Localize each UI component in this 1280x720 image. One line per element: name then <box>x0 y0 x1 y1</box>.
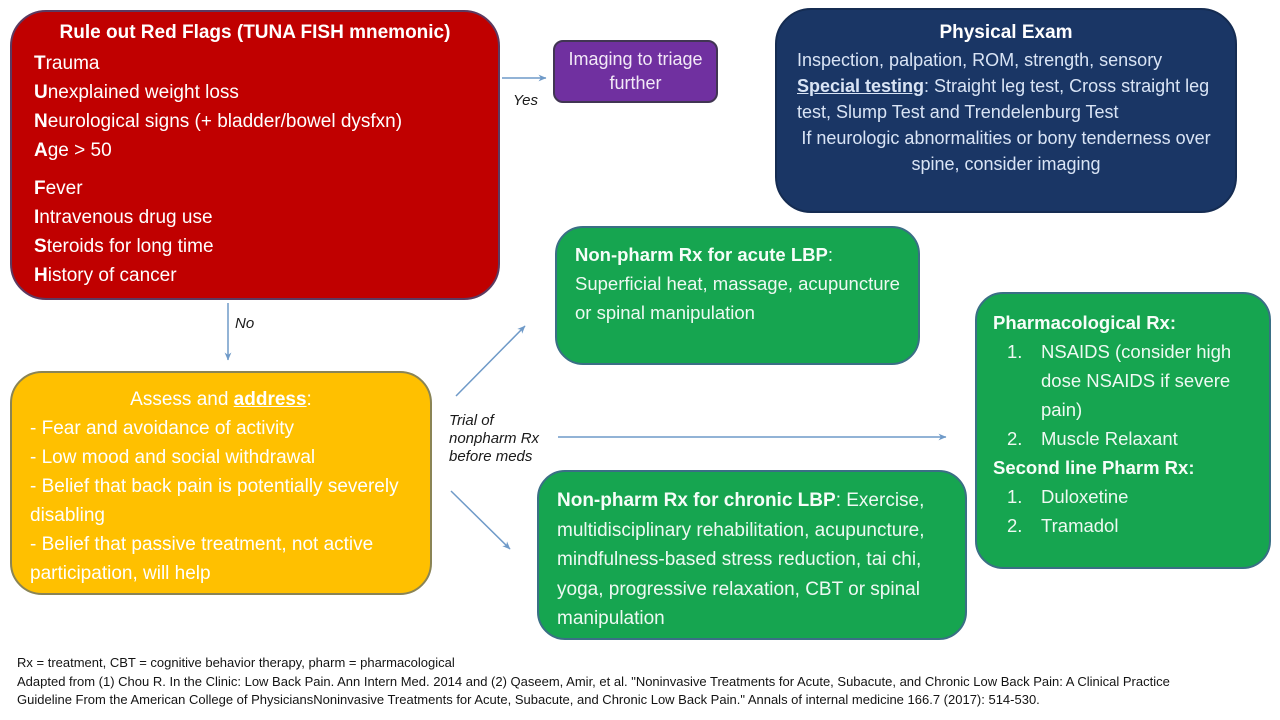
red-flag-item: Intravenous drug use <box>34 203 476 232</box>
red-flag-item: Fever <box>34 174 476 203</box>
pharm-item-text: Duloxetine <box>1041 486 1129 507</box>
second-line-heading-colon: : <box>1188 457 1195 478</box>
no-label: No <box>235 315 255 332</box>
red-flag-lead: H <box>34 265 48 286</box>
red-flag-item: History of cancer <box>34 261 476 290</box>
pharm-heading-text: Pharmacological Rx <box>993 312 1170 333</box>
red-flag-item: Unexplained weight loss <box>34 78 476 107</box>
red-flag-text: istory of cancer <box>47 265 177 286</box>
chronic-lbp-body: Exercise, multidisciplinary rehabilitati… <box>557 490 925 629</box>
acute-lbp-box: Non-pharm Rx for acute LBP: Superficial … <box>555 226 920 365</box>
red-flag-text: eurological signs (+ bladder/bowel dysfx… <box>47 111 403 132</box>
acute-title-colon: : <box>827 244 833 265</box>
assess-title: Assess and address: <box>30 385 412 414</box>
chronic-title-colon: : <box>835 490 847 511</box>
second-line-heading-text: Second line Pharm Rx <box>993 457 1189 478</box>
assess-item: - Belief that back pain is potentially s… <box>30 476 399 526</box>
pharm-item: 1. Duloxetine <box>993 482 1253 511</box>
special-testing-label: Special testing <box>797 76 925 96</box>
assess-title-prefix: Assess and <box>130 389 234 410</box>
red-flag-text: ever <box>45 178 83 199</box>
pharm-item-number: 1. <box>1007 341 1023 362</box>
pharm-item: 1. NSAIDS (consider high dose NSAIDS if … <box>993 337 1253 424</box>
red-flag-lead: I <box>34 207 40 228</box>
assess-title-underline: address <box>233 389 307 410</box>
red-flags-title: Rule out Red Flags (TUNA FISH mnemonic) <box>59 22 451 43</box>
red-flag-item: Age > 50 <box>34 136 476 165</box>
pharm-item-number: 2. <box>1007 428 1023 449</box>
footnote-abbreviations: Rx = treatment, CBT = cognitive behavior… <box>17 655 455 670</box>
red-flags-box: Rule out Red Flags (TUNA FISH mnemonic) … <box>10 10 500 300</box>
pharm-item-number: 2. <box>1007 515 1023 536</box>
footnote-citation-line1: Adapted from (1) Chou R. In the Clinic: … <box>17 673 1170 689</box>
pharm-item-number: 1. <box>1007 486 1023 507</box>
pharm-item: 2. Muscle Relaxant <box>993 424 1253 453</box>
yes-label: Yes <box>513 92 539 109</box>
imaging-box: Imaging to triage further <box>553 40 718 103</box>
chronic-lbp-text: Non-pharm Rx for chronic LBP: Exercise, … <box>557 490 925 629</box>
physical-exam-box: Physical Exam Inspection, palpation, ROM… <box>775 8 1237 213</box>
red-flag-text: teroids for long time <box>46 236 214 257</box>
trial-label-line3: before meds <box>449 448 533 465</box>
pharm-heading-colon: : <box>1169 312 1177 333</box>
physical-exam-note: If neurologic abnormalities or bony tend… <box>801 128 1211 174</box>
assess-item: - Fear and avoidance of activity <box>30 418 295 439</box>
footnotes: Rx = treatment, CBT = cognitive behavior… <box>17 654 1267 710</box>
red-flag-lead: F <box>34 178 46 199</box>
pharm-item-text: NSAIDS (consider high dose NSAIDS if sev… <box>1041 341 1232 420</box>
imaging-label: Imaging to triage further <box>568 49 703 93</box>
red-flag-lead: T <box>34 53 46 74</box>
chronic-lbp-title: Non-pharm Rx for chronic LBP <box>557 490 836 511</box>
acute-lbp-text: Non-pharm Rx for acute LBP: Superficial … <box>575 240 900 327</box>
arrow-to-acute <box>455 325 526 397</box>
red-flag-lead: S <box>34 236 47 257</box>
arrow-to-chronic <box>450 490 511 550</box>
assess-item: - Belief that passive treatment, not act… <box>30 534 374 584</box>
red-flag-item: Neurological signs (+ bladder/bowel dysf… <box>34 107 476 136</box>
second-line-heading: Second line Pharm Rx: <box>993 453 1253 482</box>
special-testing-rest: : Straight leg test, Cross straight leg … <box>797 76 1210 122</box>
pharm-box: Pharmacological Rx: 1. NSAIDS (consider … <box>975 292 1271 569</box>
pharm-heading: Pharmacological Rx: <box>993 308 1253 337</box>
red-flag-item: Steroids for long time <box>34 232 476 261</box>
pharm-item: 2. Tramadol <box>993 511 1253 540</box>
acute-lbp-title: Non-pharm Rx for acute LBP <box>575 244 828 265</box>
chronic-lbp-box: Non-pharm Rx for chronic LBP: Exercise, … <box>537 470 967 640</box>
physical-exam-line1: Inspection, palpation, ROM, strength, se… <box>797 50 1163 70</box>
physical-exam-title: Physical Exam <box>939 22 1073 43</box>
footnote-citation-line2: Guideline From the American College of P… <box>17 692 1040 707</box>
trial-label: Trial of nonpharm Rx before meds <box>449 412 539 466</box>
assess-item: - Low mood and social withdrawal <box>30 447 316 468</box>
red-flag-text: nexplained weight loss <box>47 82 239 103</box>
trial-label-line2: nonpharm Rx <box>449 430 540 447</box>
red-flag-lead: U <box>34 82 48 103</box>
acute-lbp-body: Superficial heat, massage, acupuncture o… <box>575 273 900 323</box>
physical-exam-special: Special testing: Straight leg test, Cros… <box>797 73 1215 125</box>
red-flag-item: Trauma <box>34 49 476 78</box>
pharm-item-text: Tramadol <box>1041 515 1119 536</box>
red-flag-lead: N <box>34 111 48 132</box>
assess-box: Assess and address: - Fear and avoidance… <box>10 371 432 595</box>
assess-title-colon: : <box>306 389 312 410</box>
red-flag-text: ge > 50 <box>47 140 112 161</box>
red-flag-text: rauma <box>45 53 100 74</box>
red-flag-lead: A <box>34 140 48 161</box>
red-flag-text: ntravenous drug use <box>39 207 213 228</box>
trial-label-line1: Trial of <box>449 412 494 429</box>
pharm-item-text: Muscle Relaxant <box>1041 428 1178 449</box>
